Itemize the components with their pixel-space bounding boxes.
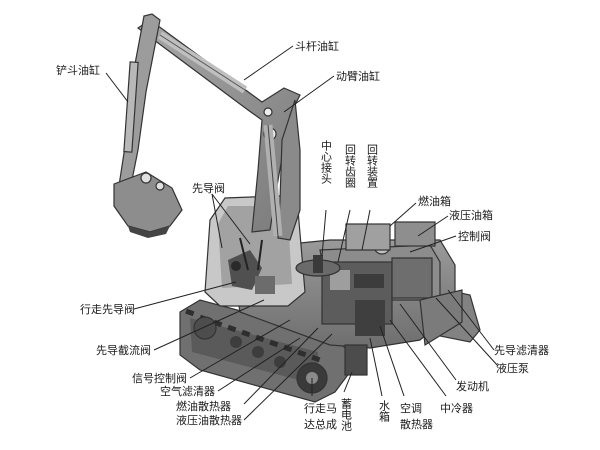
label-boom-cylinder: 动臂油缸 [336,69,380,83]
label-pilot-filter: 先导滤清器 [494,344,549,357]
label-center-joint: 中心接头 [320,140,333,184]
callout-labels: 铲斗油缸 斗杆油缸 动臂油缸 中心接头 回转齿圈 回转装置 先导阀 燃油箱 液压… [56,39,549,431]
label-air-filter: 空气滤清器 [160,384,215,398]
label-pilot-throttle-valve: 先导截流阀 [96,343,151,357]
label-fuel-cooler: 燃油散热器 [176,399,231,413]
label-travel-motor-assembly: 行走马 达总成 [304,402,341,431]
bucket [113,171,183,238]
label-pilot-valve: 先导阀 [192,181,225,195]
label-swing-device: 回转装置 [366,144,379,188]
label-intercooler: 中冷器 [440,402,473,415]
label-swing-gear-ring: 回转齿圈 [344,144,357,189]
label-hydraulic-oil-cooler: 液压油散热器 [176,413,242,427]
leader-lines [105,45,499,421]
label-engine: 发动机 [456,379,489,393]
label-control-valve: 控制阀 [458,229,491,243]
label-fuel-tank: 燃油箱 [418,194,451,208]
label-signal-control-valve: 信号控制阀 [132,371,187,385]
label-hydraulic-tank: 液压油箱 [449,208,493,222]
label-water-tank: 水箱 [378,400,391,423]
label-hydraulic-pump: 液压泵 [496,361,529,375]
label-stick-cylinder: 斗杆油缸 [295,39,339,53]
excavator-illustration [113,13,481,403]
label-bucket-cylinder: 铲斗油缸 [56,63,100,77]
label-ac-radiator: 空调 散热器 [400,401,433,431]
label-travel-pilot-valve: 行走先导阀 [80,302,135,316]
label-battery: 蓄电池 [340,398,353,431]
stick [117,13,161,193]
